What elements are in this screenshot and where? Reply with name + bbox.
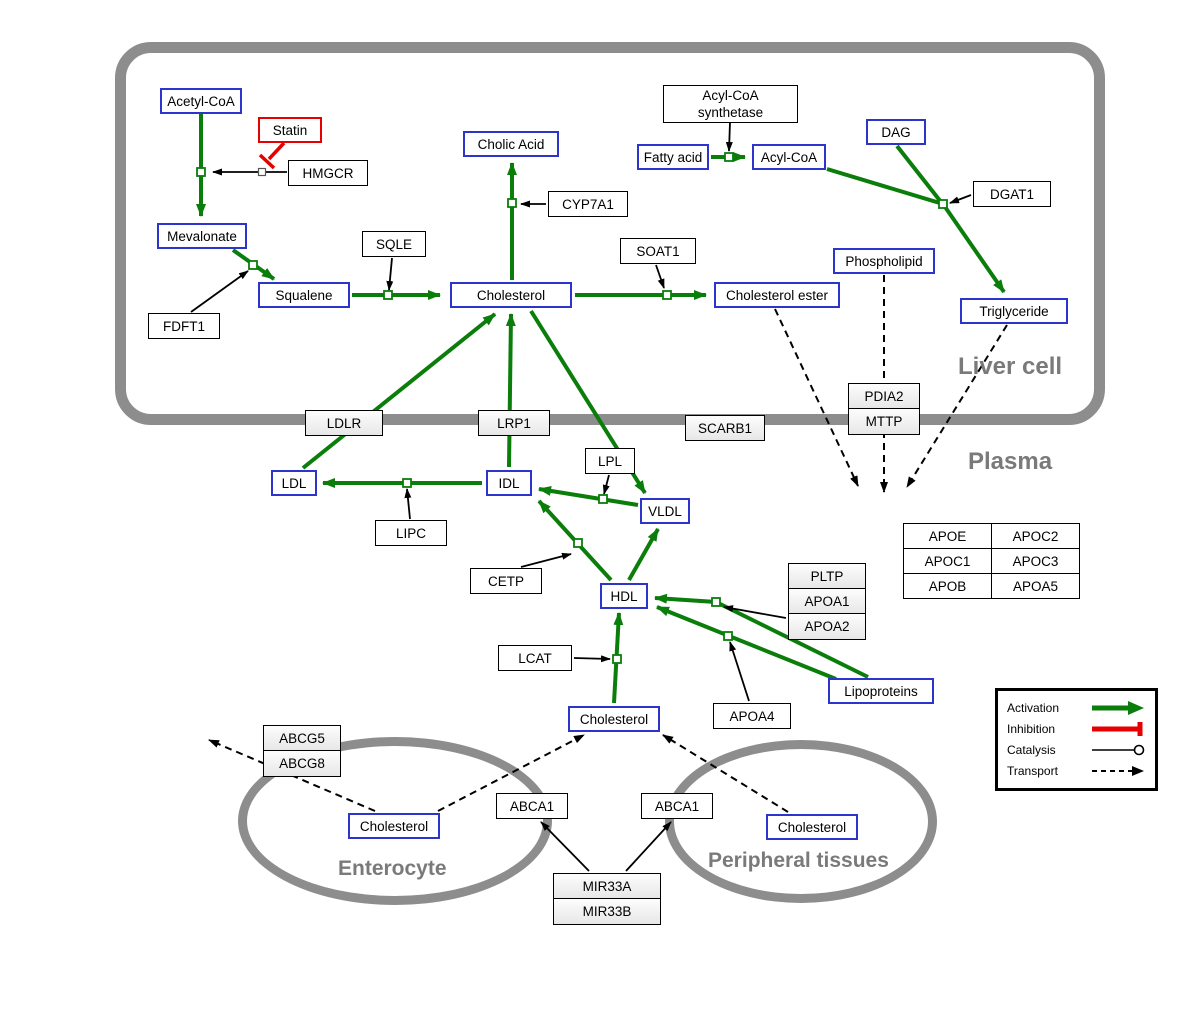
legend: Activation Inhibition Catalysis Transpor… [995,688,1158,791]
node-apoc1[interactable]: APOC1 [904,549,992,574]
transport-dashed-arrow-icon [1092,765,1144,776]
node-cholesterol-peripheral[interactable]: Cholesterol [766,814,858,840]
node-fatty-acid[interactable]: Fatty acid [637,144,709,170]
acyl-coa-synthetase-line2: synthetase [697,105,764,120]
legend-row-activation: Activation [1007,698,1146,719]
activation-arrow-icon [1092,701,1144,716]
node-vldl[interactable]: VLDL [640,498,690,524]
node-ldl[interactable]: LDL [271,470,317,496]
enterocyte-label: Enterocyte [338,857,447,880]
node-squalene[interactable]: Squalene [258,282,350,308]
enterocyte-compartment [238,737,552,905]
group-abcg5-abcg8: ABCG5 ABCG8 [263,725,341,777]
group-pdia2-mttp: PDIA2 MTTP [848,383,920,435]
plasma-label: Plasma [968,448,1053,475]
node-apoa2[interactable]: APOA2 [789,614,865,639]
legend-row-catalysis: Catalysis [1007,740,1146,761]
liver-cell-compartment [115,42,1105,425]
node-lpl[interactable]: LPL [585,448,635,474]
node-acyl-coa-synthetase[interactable]: Acyl-CoA synthetase [663,85,798,123]
node-scarb1[interactable]: SCARB1 [685,415,765,441]
node-hdl[interactable]: HDL [600,583,648,609]
node-cholesterol-plasma[interactable]: Cholesterol [568,706,660,732]
node-acyl-coa[interactable]: Acyl-CoA [752,144,826,170]
node-apob[interactable]: APOB [904,574,992,599]
node-triglyceride[interactable]: Triglyceride [960,298,1068,324]
inhibition-tbar-icon [1092,722,1143,737]
catalysis-edges [190,121,972,872]
node-lipoproteins[interactable]: Lipoproteins [828,678,934,704]
node-sqle[interactable]: SQLE [362,231,426,257]
node-pdia2[interactable]: PDIA2 [849,384,919,409]
node-abca1-left[interactable]: ABCA1 [496,793,568,819]
node-abcg8[interactable]: ABCG8 [264,751,340,776]
node-abca1-right[interactable]: ABCA1 [641,793,713,819]
node-fdft1[interactable]: FDFT1 [148,313,220,339]
inhibition-anchor-icon [257,167,267,177]
node-cyp7a1[interactable]: CYP7A1 [548,191,628,217]
node-lcat[interactable]: LCAT [498,645,572,671]
node-apoa4[interactable]: APOA4 [713,703,791,729]
legend-activation-label: Activation [1007,701,1060,716]
node-apoa1[interactable]: APOA1 [789,589,865,614]
node-cholesterol-ester[interactable]: Cholesterol ester [714,282,840,308]
node-mttp[interactable]: MTTP [849,409,919,434]
node-lrp1[interactable]: LRP1 [478,410,550,436]
node-apoc3[interactable]: APOC3 [992,549,1080,574]
node-dag[interactable]: DAG [866,119,926,145]
peripheral-tissues-label: Peripheral tissues [708,849,889,872]
node-cholesterol-enterocyte[interactable]: Cholesterol [348,813,440,839]
liver-cell-label: Liver cell [958,353,1063,380]
node-hmgcr[interactable]: HMGCR [288,160,368,186]
legend-row-transport: Transport [1007,760,1146,781]
node-mir33b[interactable]: MIR33B [554,899,660,924]
acyl-coa-synthetase-line1: Acyl-CoA [702,88,759,103]
legend-transport-label: Transport [1007,763,1058,778]
apo-table: APOE APOC2 APOC1 APOC3 APOB APOA5 [903,523,1080,599]
node-soat1[interactable]: SOAT1 [620,238,696,264]
node-idl[interactable]: IDL [486,470,532,496]
node-apoe[interactable]: APOE [904,524,992,549]
conversion-node-icons [196,152,948,664]
node-phospholipid[interactable]: Phospholipid [833,248,935,274]
node-cholic-acid[interactable]: Cholic Acid [463,131,559,157]
node-mevalonate[interactable]: Mevalonate [157,223,247,249]
group-pltp-apoa1-apoa2: PLTP APOA1 APOA2 [788,563,866,640]
node-mir33a[interactable]: MIR33A [554,874,660,899]
inhibition-edge [258,141,286,170]
node-abcg5[interactable]: ABCG5 [264,726,340,751]
node-dgat1[interactable]: DGAT1 [973,181,1051,207]
node-cholesterol-liver[interactable]: Cholesterol [450,282,572,308]
node-pltp[interactable]: PLTP [789,564,865,589]
node-statin[interactable]: Statin [258,117,322,143]
group-mir33a-mir33b: MIR33A MIR33B [553,873,661,925]
legend-inhibition-label: Inhibition [1007,722,1056,737]
node-apoa5[interactable]: APOA5 [992,574,1080,599]
legend-row-inhibition: Inhibition [1007,719,1146,740]
node-acetyl-coa[interactable]: Acetyl-CoA [160,88,242,114]
legend-catalysis-label: Catalysis [1007,742,1056,757]
node-lipc[interactable]: LIPC [375,520,447,546]
node-ldlr[interactable]: LDLR [305,410,383,436]
node-apoc2[interactable]: APOC2 [992,524,1080,549]
catalysis-circle-icon [1092,744,1145,756]
node-cetp[interactable]: CETP [470,568,542,594]
